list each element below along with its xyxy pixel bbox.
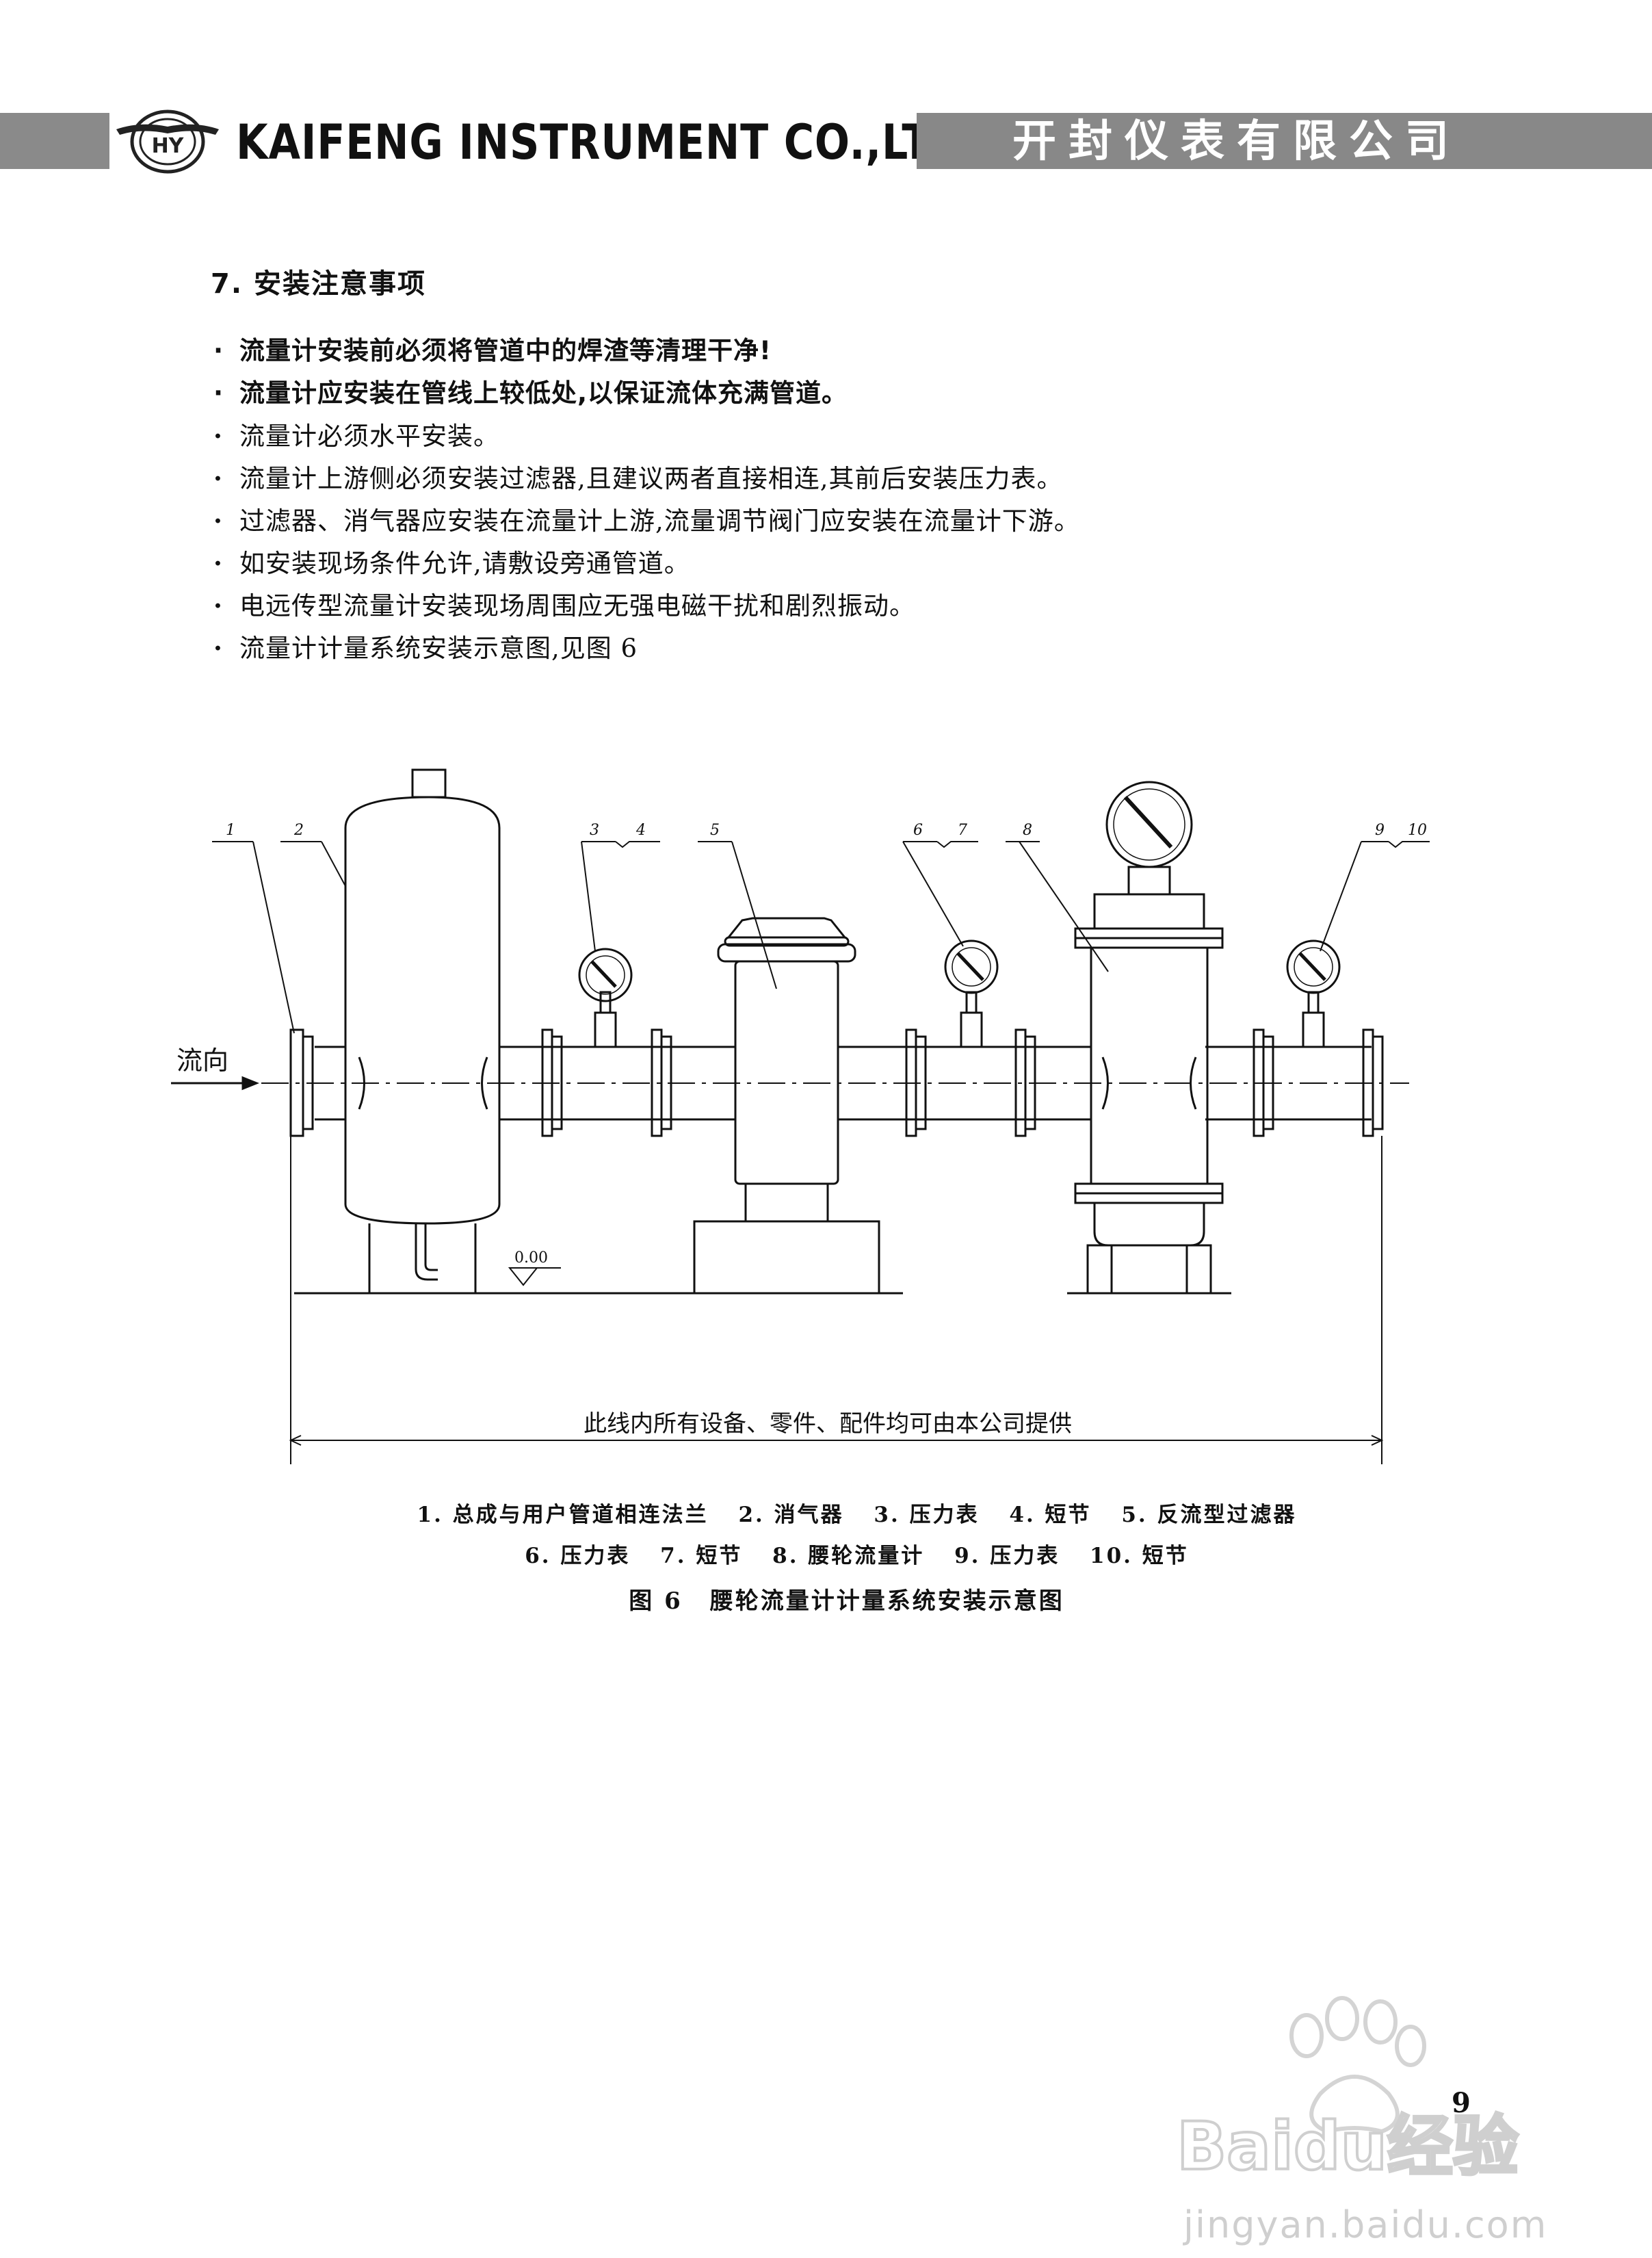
callout-8: 8 [1023, 822, 1032, 839]
figure-caption: 图 6 腰轮流量计计量系统安装示意图 [0, 1582, 1652, 1615]
callout-5: 5 [710, 822, 720, 839]
callout-3: 3 [590, 822, 599, 839]
callout-leaders [212, 841, 1430, 1034]
pressure-gauge-9 [1286, 939, 1341, 1048]
paw-icon [1289, 1996, 1426, 2134]
callout-2: 2 [293, 822, 304, 839]
list-item: ·电远传型流量计安装现场周围应无强电磁干扰和剧烈振动。 [213, 591, 915, 621]
callout-7: 7 [958, 822, 967, 839]
supply-scope-boundary [289, 1136, 1384, 1464]
supply-scope-label: 此线内所有设备、零件、配件均可由本公司提供 [584, 1410, 1072, 1438]
list-item: ·流量计应安装在管线上较低处,以保证流体充满管道。 [213, 378, 848, 408]
company-name-en: KAIFENG INSTRUMENT CO.,LTD. [236, 114, 982, 170]
air-separator [344, 768, 501, 1293]
watermark-url: jingyan.baidu.com [1183, 2203, 1548, 2246]
flange-4a [1253, 1028, 1274, 1137]
legend-item: 1. 总成与用户管道相连法兰 [417, 1503, 709, 1527]
legend-item: 9. 压力表 [954, 1544, 1060, 1568]
list-item: ·流量计必须水平安装。 [213, 421, 499, 451]
list-item: ·流量计计量系统安装示意图,见图 6 [213, 633, 638, 663]
list-item: ·过滤器、消气器应安装在流量计上游,流量调节阀门应安装在流量计下游。 [213, 506, 1080, 536]
company-logo: HY [113, 109, 222, 174]
list-item: ·流量计上游侧必须安装过滤器,且建议两者直接相连,其前后安装压力表。 [213, 463, 1063, 493]
flange-3a [905, 1028, 927, 1137]
elevation-mark [508, 1267, 539, 1286]
company-name-cn: 开封仪表有限公司 [1012, 116, 1461, 167]
baidu-watermark: Baidu经验 [1163, 1984, 1546, 2244]
list-item: ·如安装现场条件允许,请敷设旁通管道。 [213, 548, 690, 578]
elevation-label: 0.00 [514, 1249, 548, 1267]
list-item: ·流量计安装前必须将管道中的焊渣等清理干净! [213, 336, 772, 365]
legend-item: 8. 腰轮流量计 [772, 1544, 925, 1568]
legend-row-2: 6. 压力表 7. 短节 8. 腰轮流量计 9. 压力表 10. 短节 [0, 1538, 1652, 1569]
legend-row-1: 1. 总成与用户管道相连法兰 2. 消气器 3. 压力表 4. 短节 5. 反流… [0, 1497, 1652, 1528]
section-title: 7. 安装注意事项 [211, 268, 426, 300]
figure-number: 图 6 [629, 1587, 683, 1615]
figure-title: 腰轮流量计计量系统安装示意图 [709, 1587, 1064, 1615]
flange-2b [651, 1028, 672, 1137]
flange-outlet [1362, 1028, 1384, 1137]
legend-item: 3. 压力表 [874, 1503, 980, 1527]
callout-1: 1 [226, 822, 235, 839]
header-right-bar [917, 113, 1652, 169]
callout-4: 4 [635, 822, 646, 839]
roots-flowmeter [1074, 781, 1224, 1295]
installation-notes-list: ·流量计安装前必须将管道中的焊渣等清理干净! ·流量计应安装在管线上较低处,以保… [213, 330, 1080, 669]
pressure-gauge-3 [578, 948, 633, 1048]
flange-inlet [289, 1028, 314, 1137]
flange-3b [1014, 1028, 1036, 1137]
reverse-flow-filter [693, 917, 880, 1295]
legend-item: 6. 压力表 [525, 1544, 631, 1568]
legend-item: 7. 短节 [660, 1544, 743, 1568]
installation-diagram: 流向 [0, 746, 1652, 1485]
callout-9: 9 [1375, 822, 1385, 839]
callout-10: 10 [1408, 822, 1427, 839]
flow-arrowhead [241, 1076, 260, 1091]
legend-item: 4. 短节 [1009, 1503, 1092, 1527]
legend-item: 10. 短节 [1090, 1544, 1189, 1568]
page-number: 9 [1452, 2087, 1471, 2119]
legend-item: 2. 消气器 [738, 1503, 844, 1527]
legend-item: 5. 反流型过滤器 [1121, 1503, 1297, 1527]
header-left-bar [0, 113, 109, 169]
flange-2a [541, 1028, 563, 1137]
watermark-brand: Baidu经验 [1177, 2108, 1519, 2185]
flow-direction-label: 流向 [176, 1046, 228, 1076]
svg-text:HY: HY [152, 134, 185, 158]
pressure-gauge-6 [944, 939, 999, 1048]
callout-6: 6 [913, 822, 923, 839]
page-header: HY KAIFENG INSTRUMENT CO.,LTD. 开封仪表有限公司 [0, 109, 1652, 174]
